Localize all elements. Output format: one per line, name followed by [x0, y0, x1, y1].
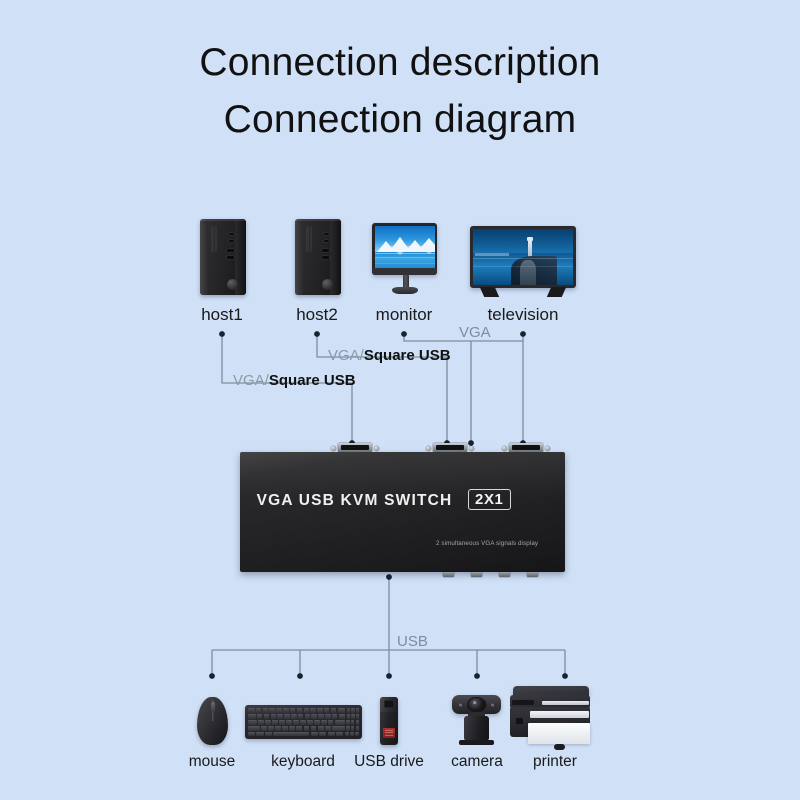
- webcam-icon: [452, 695, 501, 745]
- vga-port-3-screw-right: [545, 446, 550, 451]
- page-title-line2: Connection diagram: [223, 98, 577, 141]
- vga-port-1: [338, 443, 372, 452]
- monitor-label: monitor: [375, 305, 433, 324]
- kvm-switch-badge: 2X1: [468, 489, 511, 510]
- vga-port-2-screw-right: [469, 446, 474, 451]
- host2-link-prefix: VGA/: [328, 347, 364, 364]
- host2-link-label: VGA/Square USB: [328, 348, 451, 363]
- vga-port-1-screw-right: [374, 446, 379, 451]
- usb-port-4: [527, 572, 538, 577]
- host2-link-suffix: Square USB: [363, 347, 451, 364]
- vga-port-3-screw-left: [502, 446, 507, 451]
- host1-tower-icon: [200, 219, 246, 295]
- usb-drive-label: USB drive: [354, 753, 424, 770]
- kvm-switch-device: VGA USB KVM SWITCH 2X1 2 simultaneous VG…: [240, 443, 565, 577]
- television-icon: [470, 226, 576, 297]
- vga-port-3: [509, 443, 543, 452]
- printer-label: printer: [533, 753, 577, 770]
- vga-port-2-screw-left: [426, 446, 431, 451]
- page-title-line1: Connection description: [199, 41, 601, 84]
- host2-tower-icon: [295, 219, 341, 295]
- keyboard-icon: [245, 705, 362, 739]
- host1-link-prefix: VGA/: [233, 372, 269, 389]
- monitor-icon: [372, 223, 437, 295]
- usb-port-1: [443, 572, 454, 577]
- vga-port-2: [433, 443, 467, 452]
- mouse-label: mouse: [188, 753, 236, 770]
- usb-port-2: [471, 572, 482, 577]
- camera-label: camera: [451, 753, 503, 770]
- host1-link-label: VGA/Square USB: [233, 373, 356, 388]
- mouse-icon: [197, 697, 228, 745]
- usb-port-3: [499, 572, 510, 577]
- printer-icon: [508, 686, 592, 750]
- host1-label: host1: [201, 305, 243, 324]
- usb-bus-text: USB: [397, 633, 428, 650]
- kvm-switch-fine-print: 2 simultaneous VGA signals display: [436, 540, 539, 547]
- host1-link-suffix: Square USB: [268, 372, 356, 389]
- usb-drive-icon: [380, 697, 398, 745]
- kvm-switch-title: VGA USB KVM SWITCH: [256, 492, 453, 509]
- host2-label: host2: [296, 305, 338, 324]
- display-link-label: VGA: [459, 325, 491, 340]
- display-link-text: VGA: [459, 324, 491, 341]
- television-label: television: [487, 305, 559, 324]
- keyboard-label: keyboard: [271, 753, 335, 770]
- usb-bus-label: USB: [397, 634, 428, 649]
- vga-port-1-screw-left: [331, 446, 336, 451]
